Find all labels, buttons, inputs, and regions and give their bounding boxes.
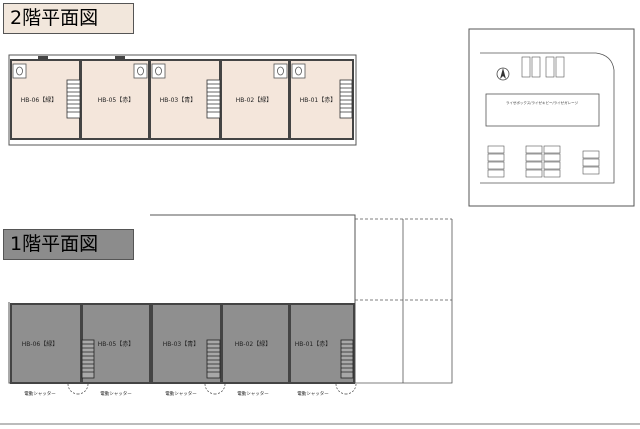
unit-label-2f-hb06: HB-06【緑】: [21, 96, 57, 104]
unit-label-1f-hb01: HB-01【赤】: [295, 341, 331, 348]
site-boundary: [480, 52, 615, 184]
parking-top: [521, 56, 565, 78]
unit-label-2f-hb05: HB-05【赤】: [98, 97, 134, 104]
floor-label-2f: 2階平面図: [3, 3, 134, 34]
unit-label-1f-hb06: HB-06【緑】: [22, 340, 58, 348]
unit-label-1f-hb03: HB-03【青】: [163, 340, 199, 348]
unit-1f-hb06: [10, 303, 82, 384]
unit-label-2f-hb03: HB-03【青】: [160, 96, 196, 104]
unit-label-1f-hb05: HB-05【赤】: [98, 341, 134, 348]
shutter-label-hb02: 電動シャッター: [237, 390, 269, 397]
doors-1f: [67, 383, 357, 395]
toilets-2f: [12, 63, 306, 79]
parking-grid-1f: [355, 218, 453, 384]
containers-left: [487, 145, 505, 178]
plan-2f: [8, 54, 357, 146]
site-building-label: ライゼボックス/ライゼキビー/ライゼガレージ: [506, 100, 579, 105]
site-map: ライゼボックス/ライゼキビー/ライゼガレージ: [468, 28, 635, 207]
stairs-1f: [81, 339, 354, 379]
floor-label-1f: 1階平面図: [3, 229, 134, 260]
plan-1f: [8, 214, 453, 395]
shutter-label-hb06: 電動シャッター: [24, 390, 56, 397]
containers-right: [582, 150, 600, 175]
plan-2f-outline: [8, 54, 357, 146]
site-building: [485, 93, 600, 127]
north-arrow-needle-icon: [500, 68, 506, 79]
shutter-label-hb05: 電動シャッター: [100, 390, 132, 397]
vent-2f-a: [38, 56, 48, 59]
containers-mid: [525, 145, 561, 178]
shutter-label-hb01: 電動シャッター: [297, 390, 329, 397]
shutter-label-hb03: 電動シャッター: [165, 390, 197, 397]
vent-2f-b: [115, 56, 125, 59]
unit-label-2f-hb02: HB-02【緑】: [236, 96, 272, 104]
stairs-2f: [66, 79, 353, 119]
unit-label-1f-hb02: HB-02【緑】: [235, 340, 271, 348]
unit-label-2f-hb01: HB-01【赤】: [300, 97, 336, 104]
